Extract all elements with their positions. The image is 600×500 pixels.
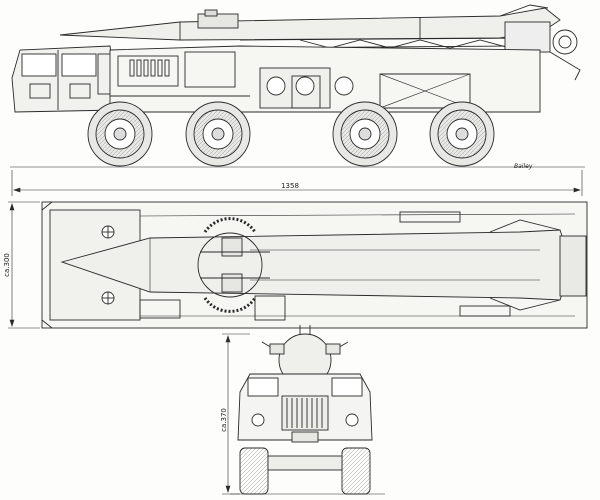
height-dimension-label: ca.370 (220, 408, 228, 432)
front-view (230, 325, 385, 495)
side-wheels (87, 101, 495, 167)
front-wheel-right (341, 447, 371, 495)
front-wheels (239, 447, 371, 495)
height-dimension (222, 333, 250, 495)
side-cab (11, 45, 119, 113)
top-rear-unit (559, 235, 587, 297)
side-view (10, 4, 585, 168)
front-grille (281, 395, 329, 431)
side-body (109, 45, 541, 113)
length-dimension (11, 170, 583, 196)
width-dimension-label: ca.300 (3, 253, 11, 277)
side-wheel-4 (429, 101, 495, 167)
side-louvres (129, 59, 170, 77)
length-dimension-label: 1358 (281, 182, 299, 190)
front-wheel-left (239, 447, 269, 495)
side-wheel-3 (332, 101, 398, 167)
side-missile (59, 4, 561, 41)
width-dimension (8, 201, 40, 329)
side-wheel-2 (185, 101, 251, 167)
drawing-signature: Bailey (514, 163, 533, 170)
side-wheel-1 (87, 101, 153, 167)
front-headlight-right (345, 413, 359, 427)
front-headlight-left (251, 413, 265, 427)
top-turntable (197, 217, 270, 313)
top-view (41, 201, 588, 329)
